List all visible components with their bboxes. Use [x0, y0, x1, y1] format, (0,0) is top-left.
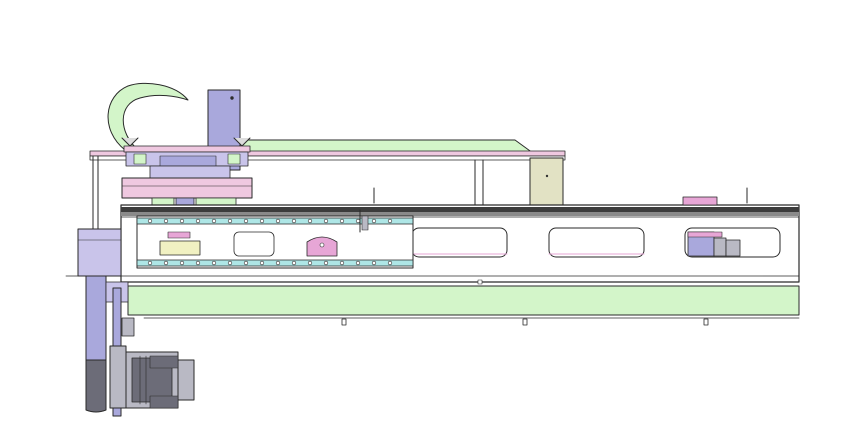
- fastener: [275, 260, 281, 266]
- fastener: [323, 260, 329, 266]
- fastener: [211, 260, 217, 266]
- top-rail: [89, 139, 566, 161]
- fastener: [243, 218, 249, 224]
- fastener: [147, 260, 153, 266]
- fastener: [195, 260, 201, 266]
- fastener: [179, 218, 185, 224]
- fastener: [355, 218, 361, 224]
- fastener: [163, 218, 169, 224]
- fastener: [291, 260, 297, 266]
- fastener: [371, 218, 377, 224]
- belt-guide-lower: [127, 279, 800, 326]
- sensor-block: [687, 231, 741, 257]
- fastener: [227, 260, 233, 266]
- fastener: [387, 218, 393, 224]
- fastener: [163, 260, 169, 266]
- plate-fasteners: [147, 218, 393, 266]
- fastener: [291, 218, 297, 224]
- fastener: [195, 218, 201, 224]
- servo-motor: [109, 345, 195, 409]
- end-bracket-right: [529, 157, 564, 206]
- fastener: [387, 260, 393, 266]
- fastener: [243, 260, 249, 266]
- fastener: [307, 260, 313, 266]
- fastener: [227, 218, 233, 224]
- fastener: [179, 260, 185, 266]
- carriage-assembly: [121, 137, 253, 213]
- fastener: [259, 260, 265, 266]
- fastener: [371, 260, 377, 266]
- fastener: [339, 260, 345, 266]
- guide-posts: [92, 155, 748, 231]
- fastener: [211, 218, 217, 224]
- fastener: [307, 218, 313, 224]
- fastener: [339, 218, 345, 224]
- fastener: [275, 218, 281, 224]
- fastener: [259, 218, 265, 224]
- mounting-plate: [136, 209, 414, 269]
- fastener: [355, 260, 361, 266]
- fastener: [323, 218, 329, 224]
- end-block-left: [65, 228, 122, 277]
- fastener: [147, 218, 153, 224]
- cable-chain-top: [107, 82, 189, 151]
